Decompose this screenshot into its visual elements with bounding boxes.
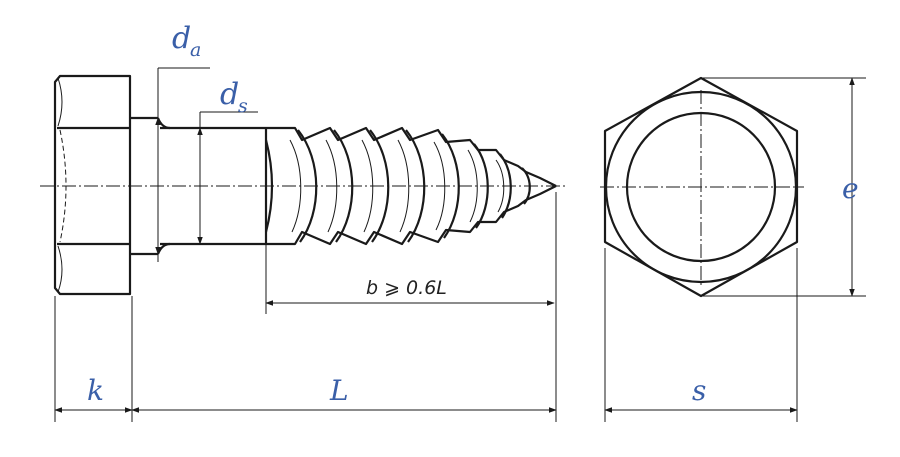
dim-L: L: [131, 192, 557, 422]
dim-thread-length: b ⩾ 0.6L: [265, 244, 555, 314]
label-da-sub: a: [190, 39, 201, 61]
dim-da: d a: [155, 21, 210, 262]
label-e: e: [842, 172, 859, 205]
thread-outline: [266, 126, 557, 246]
dim-k: k: [54, 296, 133, 422]
label-s: s: [692, 374, 706, 407]
end-view: [600, 76, 804, 298]
label-ds-sub: s: [238, 95, 248, 117]
label-da-main: d: [172, 21, 191, 56]
dimensions: d a d s b ⩾ 0.6L k L: [54, 21, 866, 422]
label-thread-note: b ⩾ 0.6L: [366, 277, 447, 299]
label-L: L: [329, 374, 349, 407]
side-view: [40, 74, 566, 296]
hex-head: [53, 74, 132, 296]
label-k: k: [87, 374, 104, 407]
dim-s: s: [604, 248, 798, 422]
dim-e: e: [701, 77, 866, 297]
label-ds-main: d: [220, 77, 239, 112]
dim-ds: d s: [197, 77, 258, 245]
